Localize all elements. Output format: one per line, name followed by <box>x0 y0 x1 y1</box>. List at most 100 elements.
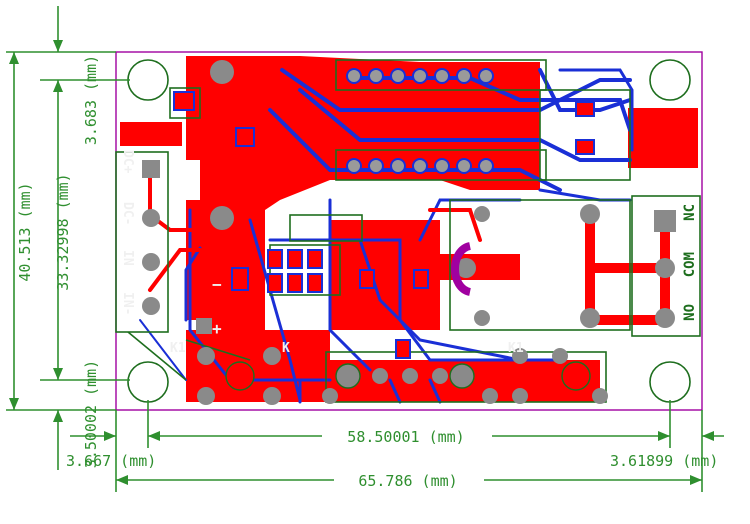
outline-ic-top <box>335 59 547 91</box>
trace-b12 <box>139 319 187 381</box>
pad-cap-1 <box>210 206 234 230</box>
trace-r5 <box>148 248 202 292</box>
bpad-15 <box>592 388 608 404</box>
pad-relay-a <box>580 204 600 224</box>
pad-relay-coil-1 <box>474 206 490 222</box>
outline-bottom-strip <box>325 351 607 403</box>
ic-top-pin-5 <box>434 68 450 84</box>
pad-relay-coil-2 <box>474 310 490 326</box>
silkscreen-outlines <box>115 59 701 403</box>
bpad-9 <box>432 368 448 384</box>
pad-connector-4 <box>142 297 160 315</box>
label-k1-right: K1 <box>508 341 524 356</box>
bottom-pads <box>197 347 608 405</box>
bpad-17 <box>482 388 498 404</box>
label-in: IN <box>120 250 135 266</box>
dim-arrow-width-left <box>104 431 116 441</box>
smd-12 <box>395 339 411 359</box>
bpad-11 <box>561 361 591 391</box>
ic-top-pin-6 <box>456 68 472 84</box>
bpad-14 <box>552 348 568 364</box>
label-dc-plus: DC+ <box>120 150 135 174</box>
smd-7 <box>359 269 375 289</box>
outline-usb <box>539 89 631 181</box>
dim-text-width-left: 3.667 (mm) <box>66 452 156 470</box>
label-in-minus: IN- <box>120 292 135 315</box>
bpad-16 <box>322 388 338 404</box>
dim-arrow-mid-up <box>53 80 63 92</box>
pad-connector-3 <box>142 253 160 271</box>
dim-text-height-total: 40.513 (mm) <box>16 182 34 281</box>
trace-b6 <box>328 198 372 372</box>
hole-top-left <box>127 59 169 101</box>
dim-arrow-up <box>9 52 19 64</box>
bpad-5 <box>225 361 255 391</box>
pad-connector-2 <box>142 209 160 227</box>
smd-8 <box>413 269 429 289</box>
smd-2 <box>287 249 303 269</box>
label-minus: − <box>212 275 222 294</box>
ic-top-pin-3 <box>390 68 406 84</box>
pour-bottom <box>186 330 600 402</box>
trace-b10 <box>248 218 302 402</box>
ic-mid-pin-2 <box>368 158 384 174</box>
ic-pins <box>346 68 494 174</box>
trace-b13 <box>184 246 202 322</box>
bpad-4 <box>263 387 281 405</box>
pad-relay-com <box>655 258 675 278</box>
pads <box>142 60 676 334</box>
diode-highlight <box>451 242 472 296</box>
ic-mid-pin-1 <box>346 158 362 174</box>
trace-r3 <box>428 208 482 242</box>
smd-14 <box>575 139 595 155</box>
outline-header <box>289 214 363 242</box>
trace-b11 <box>268 238 562 362</box>
ic-mid-pin-3 <box>390 158 406 174</box>
dim-text-height-top: 3.683 (mm) <box>82 55 100 145</box>
dim-arrow-width-right <box>702 431 714 441</box>
smd-4 <box>267 273 283 293</box>
bpad-1 <box>197 347 215 365</box>
outline-terminal <box>631 195 701 337</box>
smd-parts <box>173 91 595 359</box>
smd-5 <box>287 273 303 293</box>
dim-arrow-width-total-l <box>116 475 128 485</box>
bpad-7 <box>372 368 388 384</box>
trace-b15 <box>558 68 634 152</box>
bpad-2 <box>263 347 281 365</box>
label-dc-minus: DC- <box>120 202 135 225</box>
ic-mid-pin-6 <box>456 158 472 174</box>
dimension-annotations: 40.513 (mm) 33.32998 (mm) 3.683 (mm) 3.5… <box>6 6 724 492</box>
dim-arrow-width-mid-r <box>658 431 670 441</box>
dim-text-bg-width-total <box>334 470 484 490</box>
bpad-3 <box>197 387 215 405</box>
dim-arrow-bottom-small <box>53 410 63 422</box>
bpad-12 <box>512 348 528 364</box>
hole-bottom-left <box>127 361 169 403</box>
smd-1 <box>267 249 283 269</box>
label-plus: + <box>212 319 222 338</box>
pour-right <box>628 108 698 168</box>
dim-text-bg-width-mid <box>322 426 492 446</box>
ic-mid-pin-7 <box>478 158 494 174</box>
dim-text-width-total: 65.786 (mm) <box>358 472 457 490</box>
ic-mid-pin-5 <box>434 158 450 174</box>
pad-cap-sq <box>196 318 212 334</box>
hole-top-right <box>649 59 691 101</box>
pad-relay-no <box>655 308 675 328</box>
ic-top-pin-2 <box>368 68 384 84</box>
bpad-10 <box>449 363 475 389</box>
label-k-mid: K <box>282 341 290 356</box>
pad-relay-coil-3 <box>456 258 476 278</box>
silkscreen-labels: DC+ DC- IN IN- K1 K K1 + − NC COM NO <box>120 150 698 356</box>
dim-text-height-mid: 33.32998 (mm) <box>54 173 72 290</box>
smd-13 <box>575 101 595 117</box>
outline-ic-mid <box>335 149 547 181</box>
dim-arrow-top-small <box>53 40 63 52</box>
label-k1-left: K1 <box>170 341 186 356</box>
outline-left-top <box>169 87 201 119</box>
outline-diag-left2 <box>185 339 251 361</box>
label-nc: NC <box>682 204 698 221</box>
smd-9 <box>231 267 249 291</box>
